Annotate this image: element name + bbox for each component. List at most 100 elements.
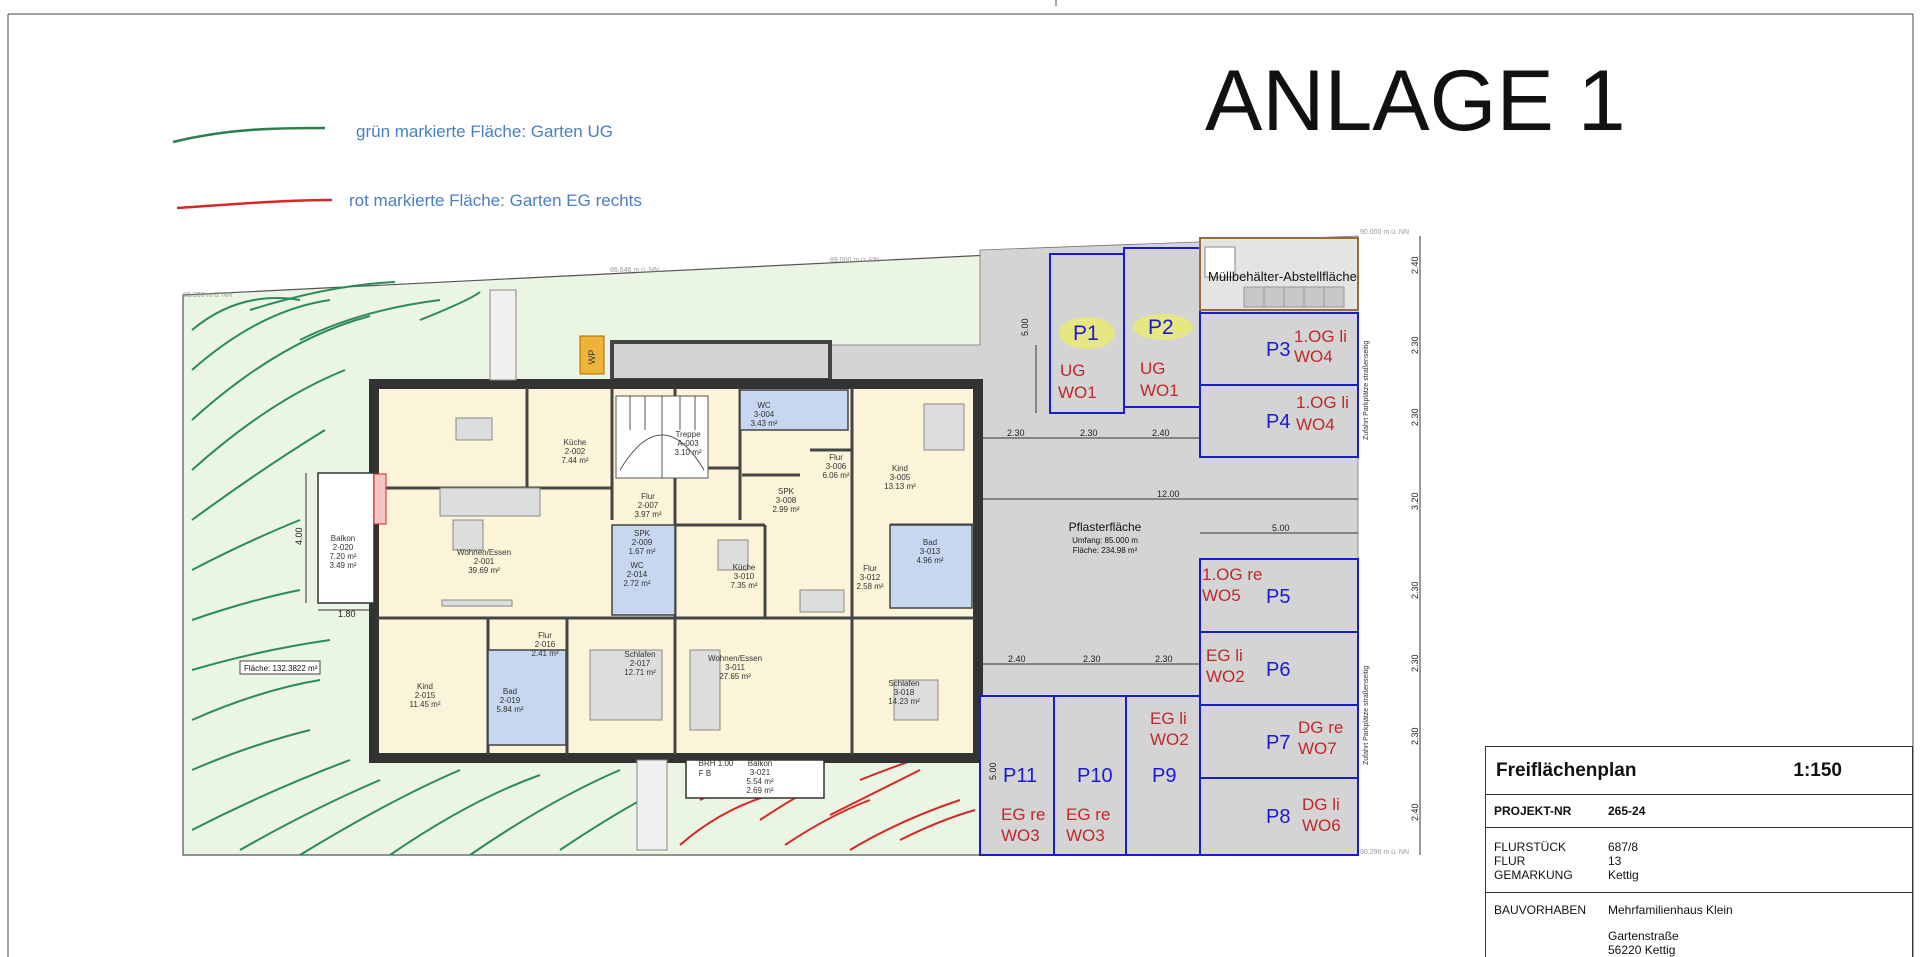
room-code: 2-001 <box>474 557 495 566</box>
elevation-label: 86.300 m ü. NN <box>183 292 232 299</box>
room-name: Bad <box>503 687 517 696</box>
room-code: 3-013 <box>920 547 941 556</box>
elevation-labels: 90.000 m ü. NN 90.296 m ü. NN 86.646 m ü… <box>183 229 1409 856</box>
parking-owner-p10-a: EG re <box>1066 805 1110 824</box>
legend-green-line <box>172 126 326 144</box>
parking-id-p2: P2 <box>1148 316 1174 339</box>
room-code: 3-010 <box>734 572 755 581</box>
bins-icon <box>1204 246 1236 278</box>
parking-id-p10: P10 <box>1077 765 1113 787</box>
plan-title: Freiflächenplan <box>1496 759 1637 781</box>
room-area: 14.23 m² <box>888 697 920 706</box>
room-code: 3-004 <box>754 410 775 419</box>
heat-pump <box>579 335 605 375</box>
dim-label: 2.30 <box>1155 654 1173 664</box>
room-area: 13.13 m² <box>884 482 916 491</box>
parking-id-p5: P5 <box>1266 586 1290 608</box>
parking-owner-p6-b: WO2 <box>1206 667 1245 686</box>
room-code: 2-007 <box>638 501 659 510</box>
garden-area-label: Fläche: 132.3822 m² <box>244 664 318 673</box>
project-row: PROJEKT-NR 265-24 <box>1486 795 1912 828</box>
room-name: Flur <box>538 631 552 640</box>
elevation-label: 90.000 m ü. NN <box>1360 229 1409 236</box>
fb-label: F B <box>699 769 711 778</box>
dim-label: 2.30 <box>1007 428 1025 438</box>
plan-scale: 1:150 <box>1793 759 1842 781</box>
address-city: 56220 Kettig <box>1608 943 1676 957</box>
parking-owner-p7-b: WO7 <box>1298 739 1337 758</box>
room-area: 7.20 m² <box>329 552 356 561</box>
parking-owner-p9-b: WO2 <box>1150 730 1189 749</box>
room-name: Kind <box>892 464 908 473</box>
room-code: 3-012 <box>860 573 881 582</box>
legend-green-label: grün markierte Fläche: Garten UG <box>356 122 613 141</box>
room-code: A-003 <box>677 439 699 448</box>
heat-pump-label: WP <box>587 350 597 365</box>
bad-3013-tiles <box>889 524 973 609</box>
dim-label: 2.30 <box>1410 727 1420 745</box>
dim-label: 3.20 <box>1410 492 1420 510</box>
room-code: 3-008 <box>776 496 797 505</box>
legend-red-label: rot markierte Fläche: Garten EG rechts <box>349 191 642 210</box>
stepping-stones-top <box>489 289 517 381</box>
room-area: 3.97 m² <box>634 510 661 519</box>
flurstueck-label: FLURSTÜCK <box>1494 840 1567 854</box>
parking-owner-p1-b: WO1 <box>1058 383 1097 402</box>
room-area: 3.10 m² <box>674 448 701 457</box>
room-name: SPK <box>634 529 651 538</box>
room-name: Flur <box>829 453 843 462</box>
room-code: 2-002 <box>565 447 586 456</box>
stepping-stones-bottom <box>636 759 668 851</box>
room-code: 3-011 <box>725 663 745 672</box>
bauvorhaben-label: BAUVORHABEN <box>1494 903 1587 917</box>
room-name: Balkon <box>331 534 355 543</box>
dim-label: 2.30 <box>1410 336 1420 354</box>
p2-highlight <box>1133 314 1193 340</box>
p1-highlight <box>1059 317 1115 349</box>
room-name: Wohnen/Essen <box>708 654 762 663</box>
dim-label: 5.00 <box>988 762 998 780</box>
elevation-label: 89.000 m ü. NN <box>830 257 879 264</box>
balkon-2020 <box>317 472 375 604</box>
title-block: Freiflächenplan 1:150 PROJEKT-NR 265-24 … <box>1485 746 1913 957</box>
room-area: 2.99 m² <box>772 505 799 514</box>
parking-labels: P1 UG WO1 P2 UG WO1 P3 1.OG li WO4 P4 1.… <box>1001 316 1349 845</box>
room-area: 11.45 m² <box>410 700 441 709</box>
room-area: 7.44 m² <box>561 456 588 465</box>
dim-label: 2.40 <box>1410 803 1420 821</box>
room-area: 6.06 m² <box>822 471 849 480</box>
room-name: Kind <box>417 682 433 691</box>
street-note-bottom: Zufahrt Parkplätze straßenseitig <box>1363 666 1370 765</box>
parking-id-p8: P8 <box>1266 806 1290 828</box>
parking-owner-p2-b: WO1 <box>1140 381 1179 400</box>
dim-label: 2.30 <box>1080 428 1098 438</box>
parking-id-p7: P7 <box>1266 732 1290 754</box>
room-area: 1.67 m² <box>628 547 655 556</box>
room-name: Flur <box>641 492 655 501</box>
room-code: 2-015 <box>415 691 436 700</box>
parking-owner-p8-a: DG li <box>1302 795 1340 814</box>
cadastre-row: FLURSTÜCK FLUR GEMARKUNG 687/8 13 Kettig <box>1486 828 1912 893</box>
room-code: 2-009 <box>632 538 653 547</box>
dimension-lines <box>305 236 1421 855</box>
wc-3004-tiles <box>739 389 849 431</box>
parking-owner-p4-b: WO4 <box>1296 415 1335 434</box>
gemarkung-value: Kettig <box>1608 868 1639 882</box>
room-name: Schlafen <box>624 650 655 659</box>
wc-2014-tiles <box>611 524 676 616</box>
dim-label: 2.40 <box>1008 654 1026 664</box>
garden-area-box <box>239 660 321 675</box>
bins-label: Müllbehälter-Abstellfläche <box>1208 269 1357 284</box>
paving-umfang: Umfang: 85.000 m <box>1072 536 1138 545</box>
elevation-label: 86.646 m ü. NN <box>610 267 659 274</box>
room-extra: 2.69 m² <box>746 786 773 795</box>
room-code: 2-019 <box>500 696 521 705</box>
room-area: 2.72 m² <box>623 579 650 588</box>
staircase <box>615 395 709 479</box>
parking-owner-p8-b: WO6 <box>1302 816 1341 835</box>
room-name: Küche <box>733 563 756 572</box>
room-name: Bad <box>923 538 937 547</box>
parking-owner-p11-a: EG re <box>1001 805 1045 824</box>
